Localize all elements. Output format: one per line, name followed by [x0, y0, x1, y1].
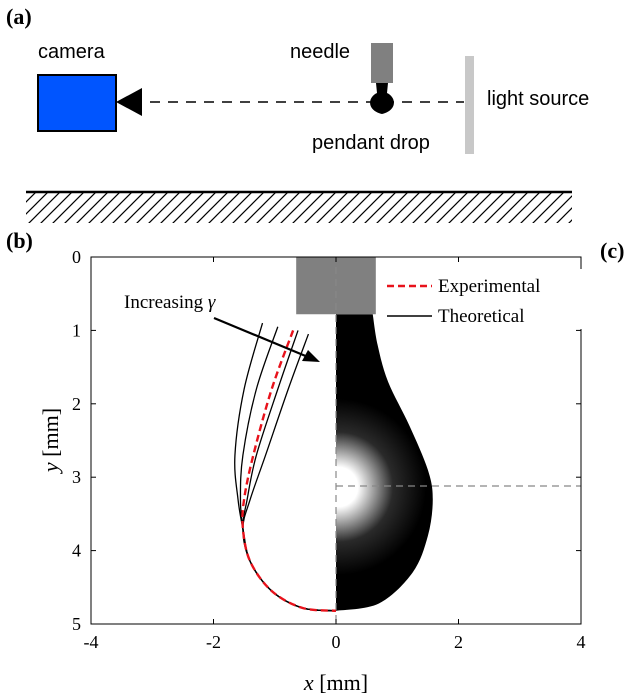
camera-label: camera [38, 41, 106, 63]
y-tick-label: 0 [72, 247, 81, 267]
x-tick-label: 4 [577, 632, 586, 652]
ground-hatch [26, 193, 572, 223]
annotation-symbol: γ [208, 292, 216, 313]
series-theoretical-line-3 [242, 330, 337, 612]
needle-icon [371, 43, 393, 83]
annotation-arrow-head [302, 350, 320, 362]
series-layer [234, 322, 337, 612]
drop-image-right [336, 314, 433, 611]
y-tick-label: 3 [72, 467, 81, 487]
camera-lens-icon [116, 88, 142, 116]
y-tick-label: 4 [72, 541, 81, 561]
needle-label: needle [290, 41, 350, 63]
light-source-icon [465, 56, 474, 154]
camera-icon [37, 74, 117, 132]
drop-image-layer [296, 257, 581, 624]
y-tick-label: 1 [72, 320, 81, 340]
light-source-label: light source [487, 88, 589, 110]
series-experimental-line [241, 329, 337, 612]
y-axis-unit: [mm] [38, 408, 63, 462]
x-axis-var: x [303, 670, 314, 695]
panel-label-a: (a) [6, 4, 32, 29]
legend-box [380, 269, 582, 329]
x-axis-label: x [mm] [303, 670, 368, 695]
y-axis-var: y [38, 462, 63, 474]
y-tick-label: 5 [72, 614, 81, 634]
x-tick-label: -2 [206, 632, 221, 652]
x-tick-label: -4 [84, 632, 99, 652]
annotation-label: Increasing γ [124, 292, 216, 313]
legend-experimental-label: Experimental [438, 276, 540, 297]
y-axis-label: y [mm] [38, 408, 63, 474]
panel-label-b: (b) [6, 228, 33, 253]
pendant-drop-icon [370, 83, 394, 114]
x-axis-unit: [mm] [314, 670, 368, 695]
y-tick-label: 2 [72, 394, 81, 414]
panel-label-c: (c) [600, 238, 624, 263]
x-tick-label: 0 [332, 632, 341, 652]
pendant-drop-label: pendant drop [312, 132, 430, 154]
series-theoretical-line-4 [242, 333, 337, 612]
legend-theoretical-label: Theoretical [438, 306, 525, 327]
tick-layer: -4 -2 0 2 4 0 1 2 3 4 5 [72, 247, 586, 652]
x-tick-label: 2 [454, 632, 463, 652]
annotation-text: Increasing [124, 292, 208, 313]
annotation-arrow-shaft [213, 316, 309, 359]
